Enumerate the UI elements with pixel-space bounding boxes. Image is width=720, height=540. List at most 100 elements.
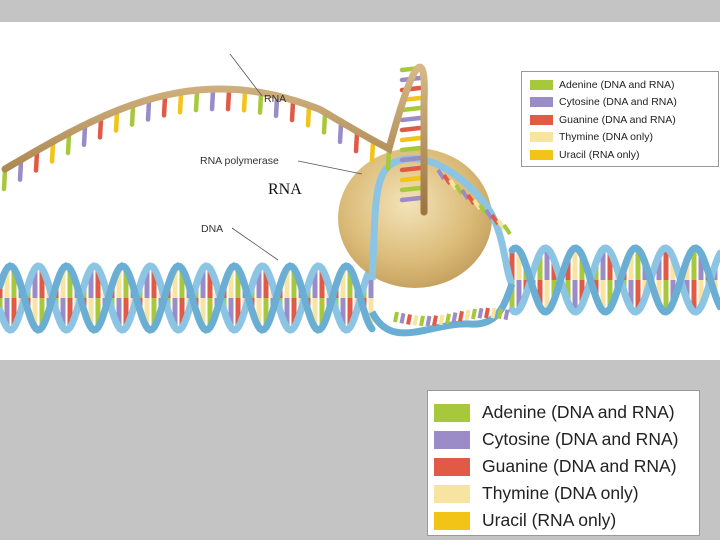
rna-base [399, 105, 423, 113]
exposed-base [451, 312, 458, 323]
exposed-base [419, 315, 425, 327]
diagram-canvas [0, 53, 720, 337]
exposed-base [490, 213, 500, 226]
rna-base [353, 130, 360, 154]
rna-base [399, 175, 423, 183]
rna-polymerase-label: RNA polymerase [200, 155, 279, 167]
rna-base [193, 89, 200, 113]
exposed-base [454, 183, 464, 196]
legend-item: Guanine (DNA and RNA) [434, 453, 699, 480]
legend-swatch [434, 457, 470, 476]
legend-item: Thymine (DNA only) [530, 129, 718, 147]
legend-label: Guanine (DNA and RNA) [482, 456, 677, 476]
dna-backbone-strand [508, 244, 720, 316]
exposed-base [471, 308, 477, 320]
rna-base [273, 95, 280, 119]
rna-polymerase-leader-line [297, 160, 363, 175]
exposed-base [438, 314, 445, 326]
exposed-base [460, 188, 470, 201]
exposed-base [466, 193, 476, 206]
rna-base [81, 124, 88, 148]
exposed-base [503, 309, 510, 321]
legend-swatch [530, 132, 553, 143]
transcription-bubble [368, 155, 516, 337]
rna-base [33, 150, 40, 173]
legend-swatch [530, 114, 553, 125]
legend-swatch [434, 403, 470, 422]
rna-base [321, 112, 328, 135]
legend-swatch [530, 97, 553, 108]
rna-base [65, 132, 72, 156]
exposed-base [484, 307, 490, 319]
exposed-base [406, 314, 412, 325]
rna-base [305, 105, 312, 128]
exposed-base [412, 314, 419, 326]
rna-base [113, 110, 120, 133]
rna-base [385, 148, 392, 171]
rna-base [369, 139, 376, 163]
exposed-base [448, 178, 458, 191]
rna-base [337, 121, 344, 145]
exposed-base [502, 223, 512, 236]
legend-large: Adenine (DNA and RNA) Cytosine (DNA and R… [427, 390, 700, 536]
legend-label: Thymine (DNA only) [482, 483, 639, 503]
exposed-base [425, 315, 432, 327]
legend-swatch [530, 79, 553, 90]
dna-backbone-strand [508, 244, 720, 316]
legend-swatch [434, 484, 470, 503]
rna-base [257, 92, 264, 115]
rna-base [97, 117, 104, 140]
exposed-base [445, 313, 451, 325]
transcription-diagram: RNA RNA polymerase DNA RNA Adenine (DNA … [0, 22, 720, 360]
exposed-base [458, 310, 464, 322]
exposed-base [393, 311, 399, 323]
rna-base [399, 135, 423, 143]
legend-item: Cytosine (DNA and RNA) [434, 426, 699, 453]
legend-swatch [530, 149, 553, 160]
exposed-base [436, 168, 446, 181]
exposed-base [472, 198, 482, 211]
legend-item: Thymine (DNA only) [434, 480, 699, 507]
exposed-base [490, 307, 497, 319]
rna-base [399, 145, 423, 153]
legend-label: Cytosine (DNA and RNA) [482, 429, 679, 449]
legend-item: Adenine (DNA and RNA) [530, 76, 718, 94]
exposed-base [399, 312, 406, 324]
legend-item: Cytosine (DNA and RNA) [530, 94, 718, 112]
rna-base [399, 125, 423, 133]
rna-base [209, 88, 216, 112]
rna-leader-line [229, 53, 263, 97]
legend-item: Guanine (DNA and RNA) [530, 111, 718, 129]
exposed-base [477, 307, 484, 319]
exposed-base [484, 208, 494, 221]
legend-label: Uracil (RNA only) [482, 510, 617, 530]
legend-item: Uracil (RNA only) [530, 146, 718, 164]
dna-backbone-strand [0, 262, 376, 334]
legend-swatch [434, 511, 470, 530]
rna-base [399, 185, 423, 193]
legend-label: Thymine (DNA only) [559, 131, 653, 144]
exposed-base [496, 218, 506, 231]
coding-strand [368, 282, 516, 337]
exposed-base [478, 203, 488, 216]
rna-base [49, 141, 56, 164]
exposed-base [432, 315, 438, 327]
legend-item: Adenine (DNA and RNA) [434, 399, 699, 426]
legend-label: Guanine (DNA and RNA) [559, 113, 676, 126]
template-strand [368, 155, 516, 286]
exposed-base [442, 173, 452, 186]
rna-base [177, 91, 184, 115]
exposed-base [464, 309, 471, 321]
legend-item: Uracil (RNA only) [434, 507, 699, 534]
dna-double-helix [0, 244, 720, 334]
rna-base [129, 104, 136, 127]
rna-overlay-label: RNA [268, 181, 302, 198]
rna-base [17, 159, 24, 182]
rna-base [289, 99, 296, 123]
legend-small: Adenine (DNA and RNA)Cytosine (DNA and R… [521, 71, 719, 167]
rna-base [1, 168, 8, 192]
exposed-base [497, 308, 503, 320]
dna-label: DNA [201, 223, 224, 235]
rna-nucleotides [1, 65, 423, 203]
